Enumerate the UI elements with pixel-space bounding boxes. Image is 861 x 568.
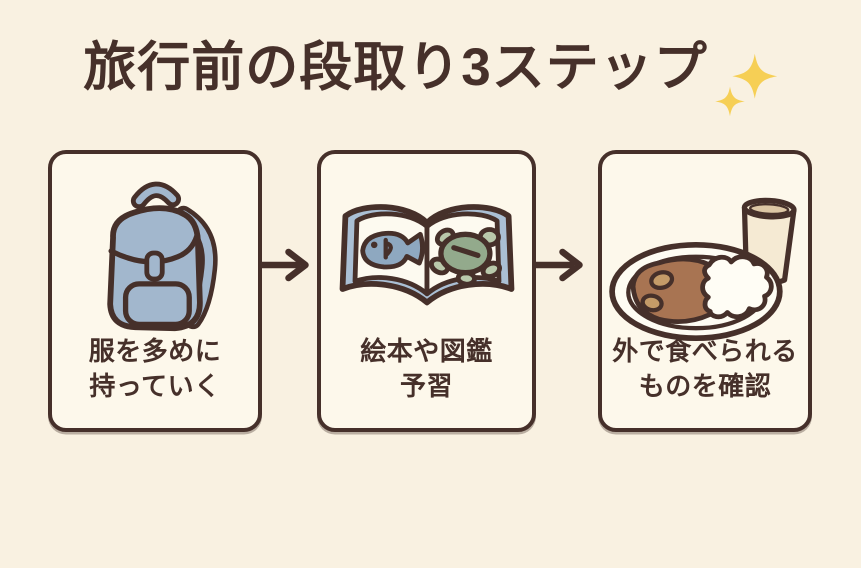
curry-plate-illustration <box>609 241 783 342</box>
curry-chunk <box>640 293 664 313</box>
caption-line: ものを確認 <box>638 371 772 401</box>
caption-line: 絵本や図鑑 <box>360 336 493 366</box>
backpack-icon <box>107 181 218 332</box>
sparkle-large <box>732 53 777 99</box>
backpack-buckle <box>144 250 165 282</box>
step-card-check-food: 外で食べられる ものを確認 <box>598 150 812 432</box>
cup-liquid <box>748 203 790 216</box>
step-card-study-picture-books: 絵本や図鑑 予習 <box>317 150 536 432</box>
fish-illustration <box>359 230 425 270</box>
curry-meal-icon <box>609 197 797 342</box>
arrow-right-icon <box>260 248 309 282</box>
step-caption: 絵本や図鑑 予習 <box>321 334 532 404</box>
picture-book-icon <box>339 204 514 306</box>
rice <box>700 254 774 320</box>
arrow-right-icon <box>534 248 583 282</box>
page-title: 旅行前の段取り3ステップ <box>83 38 708 97</box>
turtle-illustration <box>428 227 502 287</box>
caption-line: 予習 <box>399 371 453 401</box>
backpack-flap-edge <box>108 232 200 265</box>
curry <box>630 256 713 324</box>
sparkle-small <box>714 86 745 117</box>
curry-chunk <box>649 270 675 291</box>
step-caption: 外で食べられる ものを確認 <box>602 334 808 404</box>
title-row: 旅行前の段取り3ステップ <box>0 38 861 120</box>
backpack-pocket <box>122 281 192 328</box>
caption-line: 服を多めに <box>88 336 222 366</box>
sparkles-icon <box>714 53 777 117</box>
step-caption: 服を多めに 持っていく <box>52 334 258 404</box>
caption-line: 持っていく <box>89 371 221 401</box>
step-card-pack-clothes: 服を多めに 持っていく <box>48 150 262 432</box>
caption-line: 外で食べられる <box>612 336 798 366</box>
